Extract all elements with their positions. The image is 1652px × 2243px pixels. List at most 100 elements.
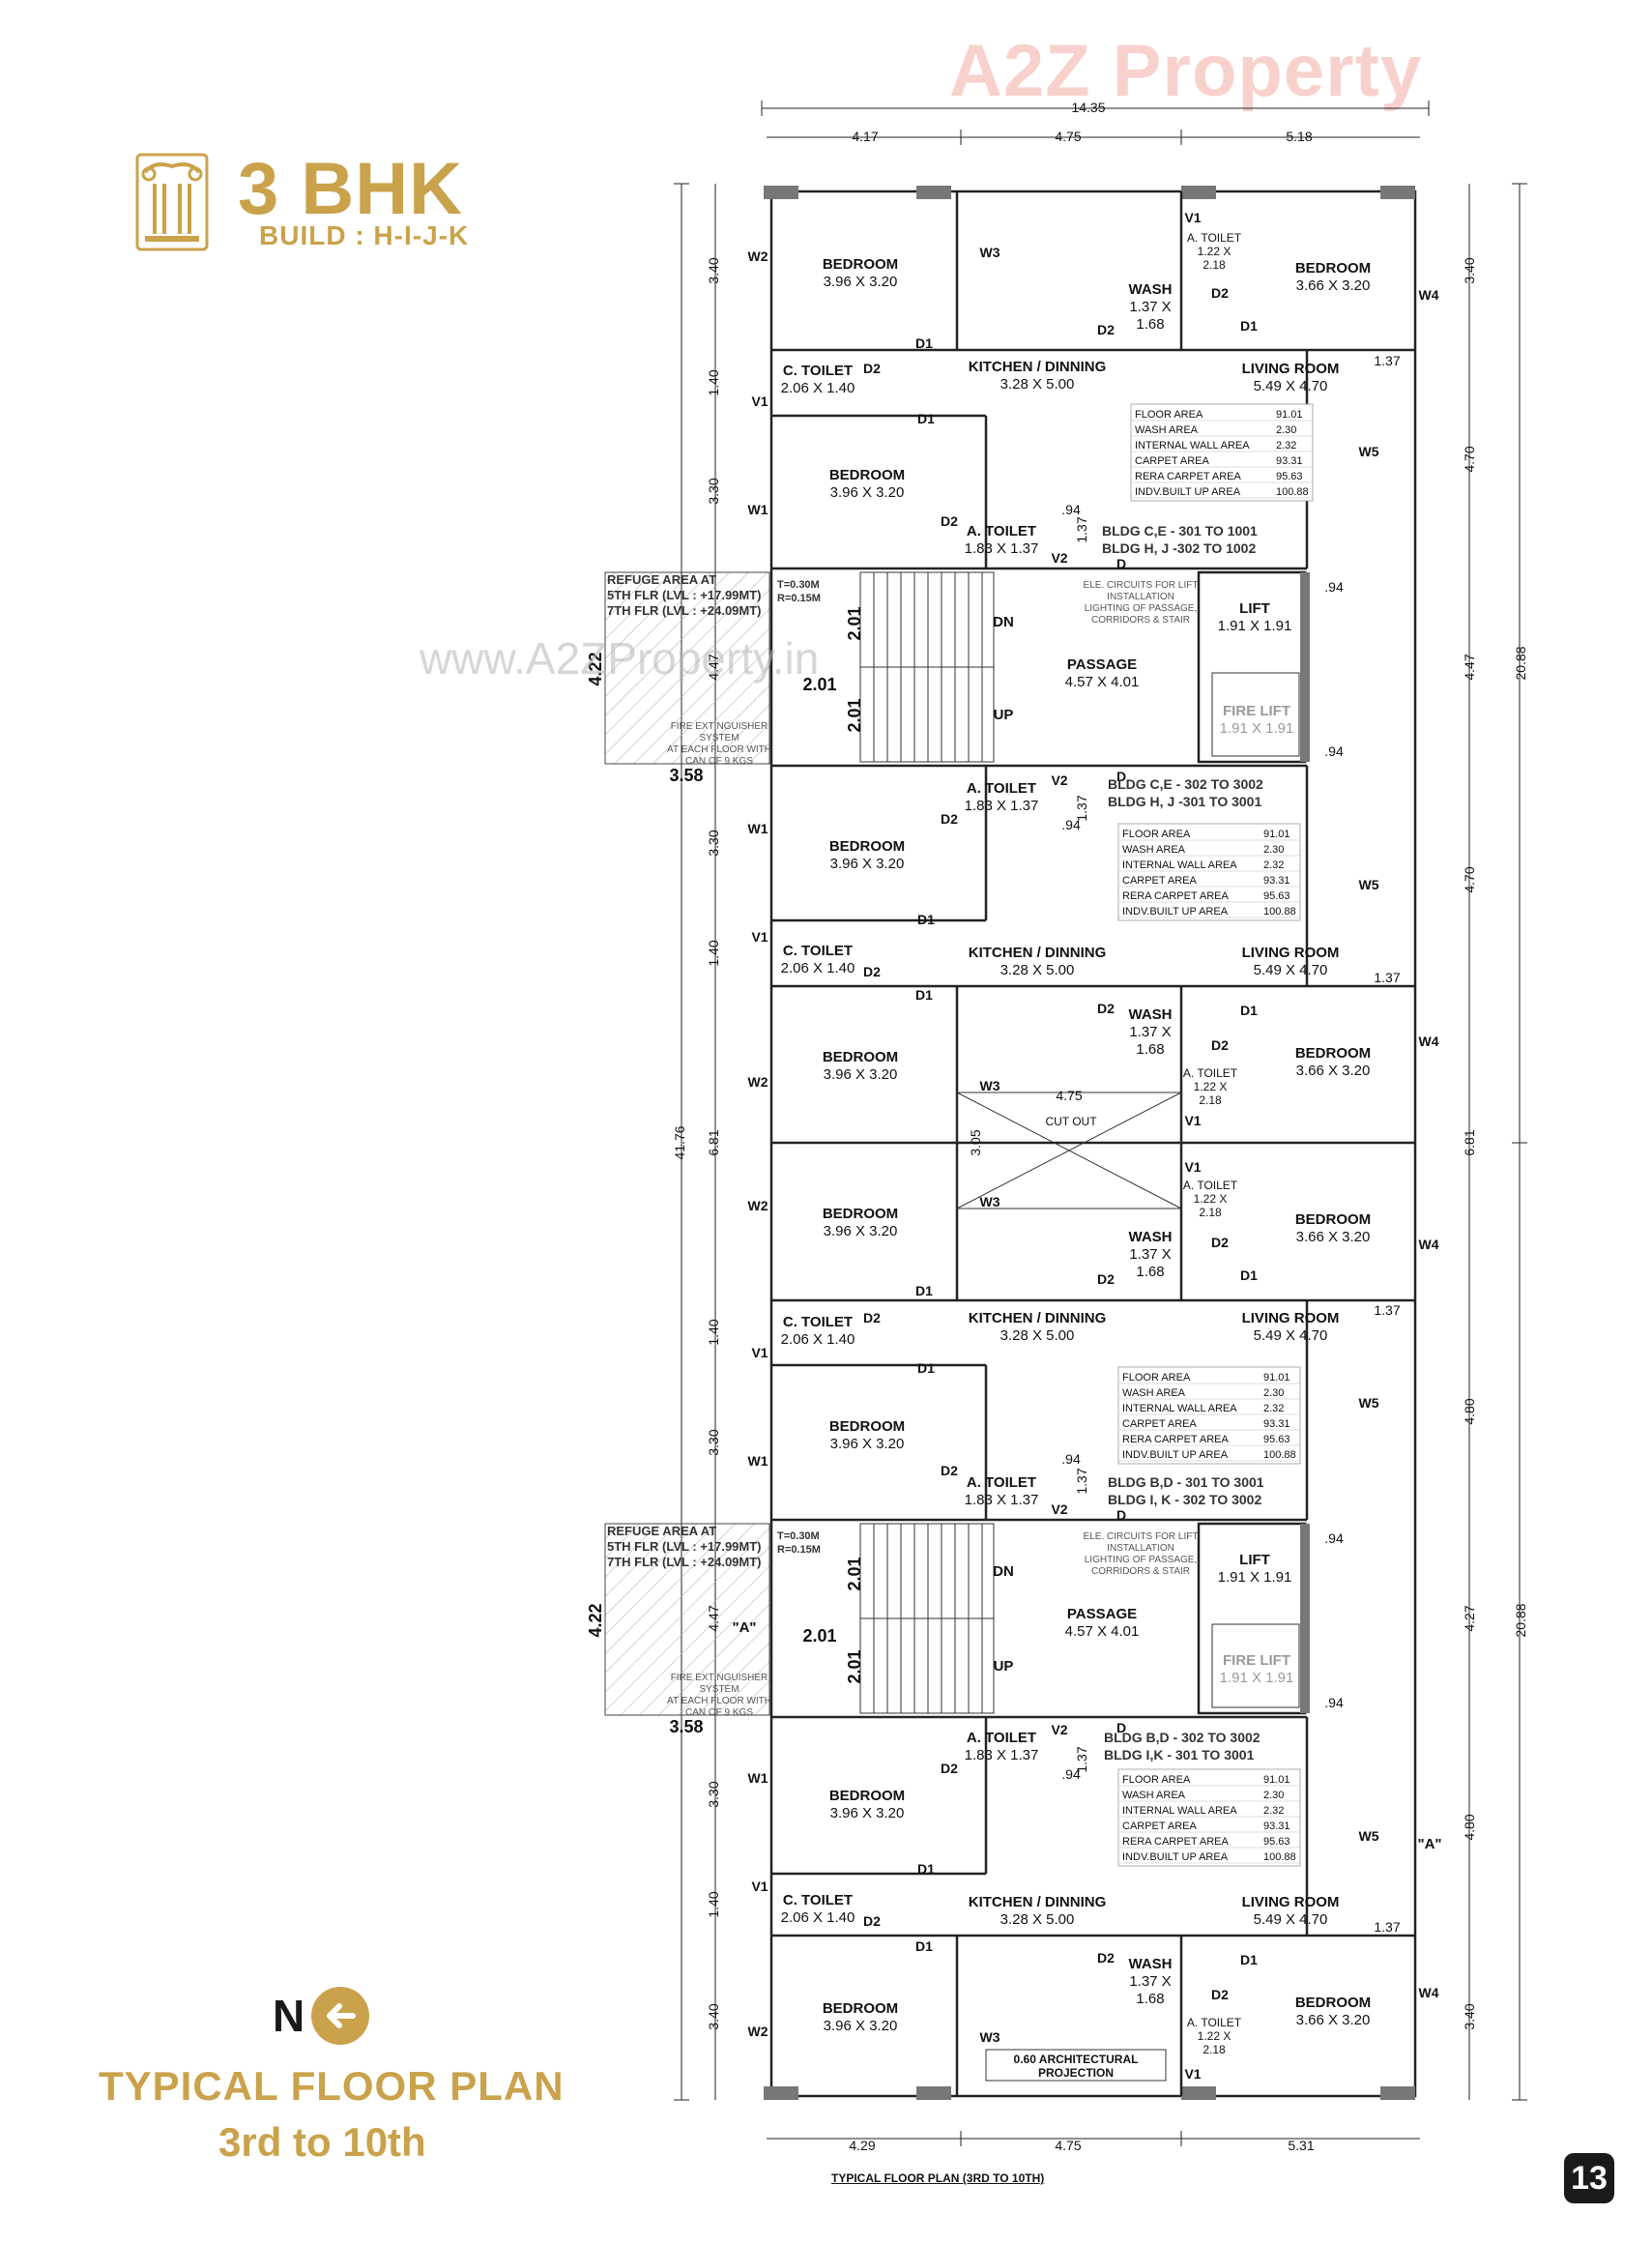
svg-text:W5: W5: [1359, 877, 1379, 892]
svg-text:4.29: 4.29: [849, 2138, 875, 2153]
svg-text:1.22 X: 1.22 X: [1198, 245, 1232, 258]
svg-text:2.01: 2.01: [802, 675, 836, 694]
svg-text:4.22: 4.22: [586, 652, 605, 685]
svg-text:D1: D1: [915, 335, 933, 351]
svg-text:1.91 X 1.91: 1.91 X 1.91: [1218, 618, 1292, 634]
svg-text:2.01: 2.01: [845, 1649, 864, 1683]
svg-text:.94: .94: [1061, 1766, 1081, 1782]
plan-floors: 3rd to 10th: [218, 2119, 426, 2165]
svg-text:1.37: 1.37: [1374, 1302, 1400, 1318]
area-label: RERA CARPET AREA: [1122, 1836, 1229, 1848]
refuge-area-lower: [604, 1523, 770, 1716]
svg-text:D: D: [1116, 1507, 1126, 1523]
area-value: 2.30: [1263, 1790, 1284, 1801]
svg-text:3.96 X 3.20: 3.96 X 3.20: [830, 856, 905, 872]
area-label: INDV.BUILT UP AREA: [1122, 906, 1229, 918]
svg-text:4.47: 4.47: [706, 1605, 721, 1631]
svg-text:CUT OUT: CUT OUT: [1045, 1115, 1097, 1128]
svg-text:INSTALLATION: INSTALLATION: [1107, 592, 1174, 602]
svg-text:14.35: 14.35: [1071, 100, 1105, 115]
bedroom-label: BEDROOM: [823, 1049, 898, 1065]
svg-text:3.30: 3.30: [706, 478, 721, 504]
svg-text:R=0.15M: R=0.15M: [777, 593, 821, 604]
svg-text:FIRE EXTINGUISHER: FIRE EXTINGUISHER: [671, 1673, 768, 1683]
svg-text:5.49 X 4.70: 5.49 X 4.70: [1254, 962, 1328, 978]
svg-text:D1: D1: [917, 912, 935, 927]
living-room-label: LIVING ROOM: [1242, 361, 1340, 377]
svg-text:1.40: 1.40: [706, 940, 721, 966]
svg-text:A. TOILET: A. TOILET: [967, 1730, 1036, 1746]
svg-text:4.27: 4.27: [1462, 1605, 1477, 1631]
refuge-area-upper: [604, 571, 770, 765]
svg-text:ELE. CIRCUITS FOR LIFT: ELE. CIRCUITS FOR LIFT: [1084, 580, 1199, 591]
area-value: 2.30: [1263, 844, 1284, 856]
svg-text:.94: .94: [1061, 1451, 1081, 1467]
area-label: INDV.BUILT UP AREA: [1122, 1851, 1229, 1863]
svg-text:REFUGE AREA AT: REFUGE AREA AT: [607, 1524, 716, 1538]
plan-notes: REFUGE AREA AT 5TH FLR (LVL : +17.99MT) …: [607, 572, 1198, 2080]
svg-text:1.37: 1.37: [1074, 1468, 1089, 1494]
build-subtitle: BUILD : H-I-J-K: [259, 220, 470, 250]
area-label: CARPET AREA: [1135, 455, 1209, 467]
svg-text:4.47: 4.47: [1462, 654, 1477, 680]
area-label: FLOOR AREA: [1122, 1774, 1191, 1786]
svg-text:D2: D2: [1211, 1037, 1229, 1053]
svg-text:BLDG B,D - 301 TO 3001: BLDG B,D - 301 TO 3001: [1108, 1474, 1264, 1490]
area-table-frame: [1130, 403, 1314, 502]
svg-text:V1: V1: [1184, 210, 1201, 225]
area-label: INTERNAL WALL AREA: [1135, 440, 1250, 452]
area-label: RERA CARPET AREA: [1122, 890, 1229, 902]
svg-text:4.47: 4.47: [706, 654, 721, 680]
area-value: 2.30: [1263, 1387, 1284, 1399]
svg-text:1.91 X 1.91: 1.91 X 1.91: [1220, 720, 1294, 737]
area-label: INTERNAL WALL AREA: [1122, 1403, 1237, 1414]
area-value: 2.32: [1263, 1403, 1284, 1414]
svg-text:WASH: WASH: [1129, 1006, 1173, 1023]
area-value: 95.63: [1263, 890, 1290, 902]
svg-text:WASH: WASH: [1129, 1229, 1173, 1245]
svg-text:1.83 X 1.37: 1.83 X 1.37: [965, 798, 1039, 814]
passage-label: PASSAGE: [1067, 656, 1137, 673]
svg-text:4.80: 4.80: [1462, 1814, 1477, 1840]
area-label: RERA CARPET AREA: [1122, 1434, 1229, 1445]
svg-text:WASH: WASH: [1129, 281, 1173, 298]
svg-text:V1: V1: [1184, 1159, 1201, 1175]
svg-text:0.60 ARCHITECTURAL: 0.60 ARCHITECTURAL: [1014, 2053, 1139, 2066]
dimension-labels: 14.35 4.17 4.75 5.18 4.29 4.75 5.31 41.7…: [586, 100, 1528, 2153]
svg-text:A. TOILET: A. TOILET: [1187, 231, 1242, 245]
svg-text:1.37: 1.37: [1374, 353, 1400, 368]
svg-text:5.18: 5.18: [1286, 129, 1312, 144]
svg-text:D1: D1: [1240, 1003, 1258, 1018]
svg-text:.94: .94: [1061, 817, 1081, 832]
svg-text:5.31: 5.31: [1288, 2138, 1314, 2153]
svg-text:3.30: 3.30: [706, 1429, 721, 1455]
svg-text:D2: D2: [1097, 1950, 1115, 1966]
svg-text:"A": "A": [1417, 1836, 1441, 1852]
svg-text:3.96 X 3.20: 3.96 X 3.20: [824, 274, 898, 290]
svg-text:2.01: 2.01: [802, 1626, 836, 1646]
svg-text:4.75: 4.75: [1055, 2138, 1081, 2153]
area-label: INDV.BUILT UP AREA: [1135, 486, 1241, 498]
svg-text:3.40: 3.40: [1462, 257, 1477, 283]
svg-text:1.83 X 1.37: 1.83 X 1.37: [965, 1747, 1039, 1763]
area-value: 100.88: [1276, 486, 1309, 498]
svg-text:3.66 X 3.20: 3.66 X 3.20: [1296, 1229, 1371, 1245]
watermark-url: www.A2ZProperty.in: [420, 633, 820, 684]
svg-text:6.81: 6.81: [1462, 1129, 1477, 1155]
svg-text:W3: W3: [980, 1194, 1000, 1209]
svg-text:W1: W1: [748, 821, 768, 836]
svg-text:W4: W4: [1419, 1034, 1439, 1049]
svg-text:WASH: WASH: [1129, 1956, 1173, 1972]
svg-text:3.96 X 3.20: 3.96 X 3.20: [824, 1066, 898, 1083]
area-label: FLOOR AREA: [1122, 829, 1191, 840]
svg-text:20.88: 20.88: [1513, 646, 1528, 680]
svg-text:T=0.30M: T=0.30M: [777, 1530, 820, 1542]
svg-text:3.96 X 3.20: 3.96 X 3.20: [824, 2018, 898, 2034]
area-label: FLOOR AREA: [1135, 409, 1203, 421]
lift-label: LIFT: [1239, 1552, 1270, 1568]
area-label: WASH AREA: [1122, 1790, 1186, 1801]
area-value: 91.01: [1276, 409, 1303, 421]
area-value: 100.88: [1263, 906, 1296, 918]
